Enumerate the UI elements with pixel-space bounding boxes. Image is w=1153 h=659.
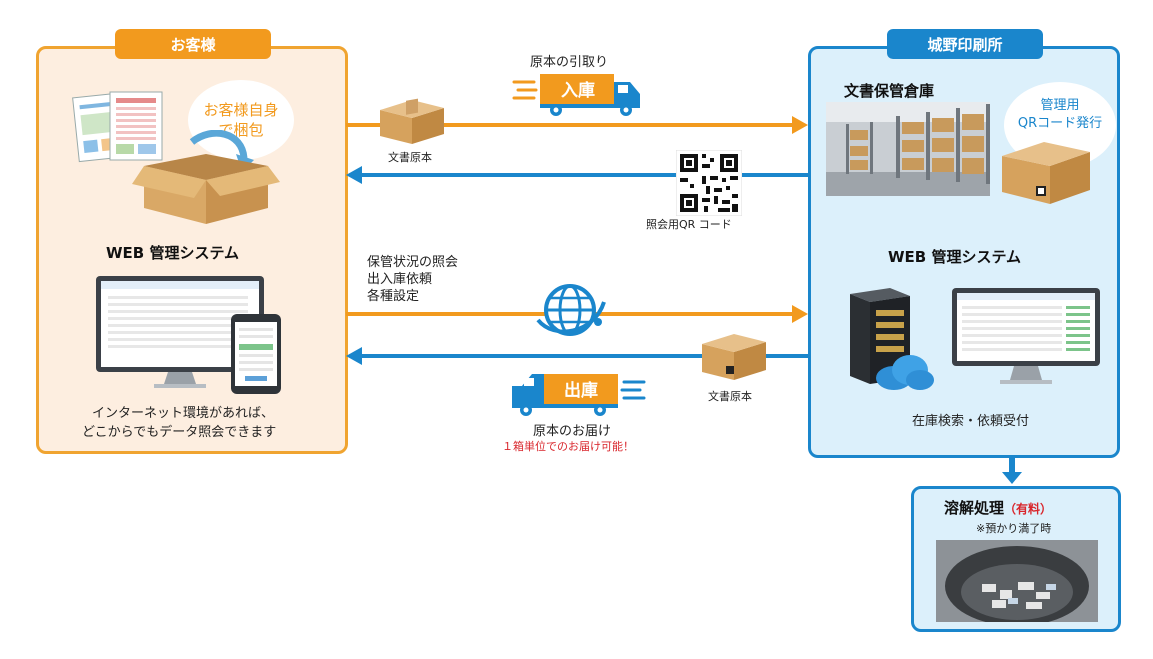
dissolve-note: ※預かり満了時 bbox=[976, 522, 1052, 535]
inquiry-labels: 保管状況の照会 出入庫依頼 各種設定 bbox=[367, 254, 458, 305]
qr-code-icon bbox=[676, 150, 742, 216]
globe-icon bbox=[536, 284, 606, 336]
warehouse-photo bbox=[826, 102, 990, 196]
customer-monitor-icon bbox=[96, 276, 264, 388]
outbound-truck-icon bbox=[512, 374, 646, 416]
dissolve-title: 溶解処理 bbox=[944, 499, 1005, 517]
printer-tab: 城野印刷所 bbox=[887, 29, 1043, 59]
inquiry-line3: 各種設定 bbox=[367, 289, 420, 304]
qr-issue-line1: 管理用 bbox=[1040, 98, 1080, 113]
qr-issue-line2: QRコード発行 bbox=[1017, 116, 1103, 131]
customer-caption-line1: インターネット環境があれば、 bbox=[92, 406, 275, 421]
pickup-label: 原本の引取り bbox=[530, 55, 609, 70]
inbound-truck-label: 入庫 bbox=[561, 81, 595, 101]
cloud-icon bbox=[876, 355, 934, 390]
document-box-bottom-icon bbox=[702, 334, 766, 380]
box-label-bottom: 文書原本 bbox=[708, 390, 752, 403]
outbound-truck-label: 出庫 bbox=[564, 381, 598, 401]
printer-caption: 在庫検索・依頼受付 bbox=[912, 414, 1030, 429]
customer-web-title: WEB 管理システム bbox=[106, 244, 239, 262]
smartphone-icon bbox=[231, 314, 281, 394]
printer-monitor-icon bbox=[952, 288, 1100, 384]
self-pack-line1: お客様自身 bbox=[203, 101, 279, 119]
dissolve-fee-label: （有料） bbox=[1004, 502, 1053, 516]
customer-caption-line2: どこからでもデータ照会できます bbox=[82, 425, 277, 440]
inbound-truck-icon bbox=[512, 74, 640, 116]
open-box-icon bbox=[132, 130, 280, 224]
delivery-note: １箱単位でのお届け可能！ bbox=[502, 440, 634, 453]
customer-tab: お客様 bbox=[115, 29, 271, 59]
delivery-label: 原本のお届け bbox=[533, 424, 612, 439]
labeled-box-icon bbox=[1002, 142, 1090, 204]
document-box-top-icon bbox=[380, 98, 444, 144]
down-arrow-icon bbox=[1002, 458, 1022, 484]
dissolve-photo bbox=[936, 540, 1098, 622]
box-label-top: 文書原本 bbox=[388, 151, 432, 164]
inquiry-line2: 出入庫依頼 bbox=[367, 272, 433, 287]
dissolve-heading: 溶解処理（有料） bbox=[944, 497, 1052, 518]
inquiry-line1: 保管状況の照会 bbox=[367, 255, 459, 270]
qr-label: 照会用QR コード bbox=[646, 218, 732, 231]
warehouse-title: 文書保管倉庫 bbox=[844, 82, 935, 100]
printer-web-title: WEB 管理システム bbox=[888, 248, 1021, 266]
documents-icon bbox=[72, 91, 163, 163]
